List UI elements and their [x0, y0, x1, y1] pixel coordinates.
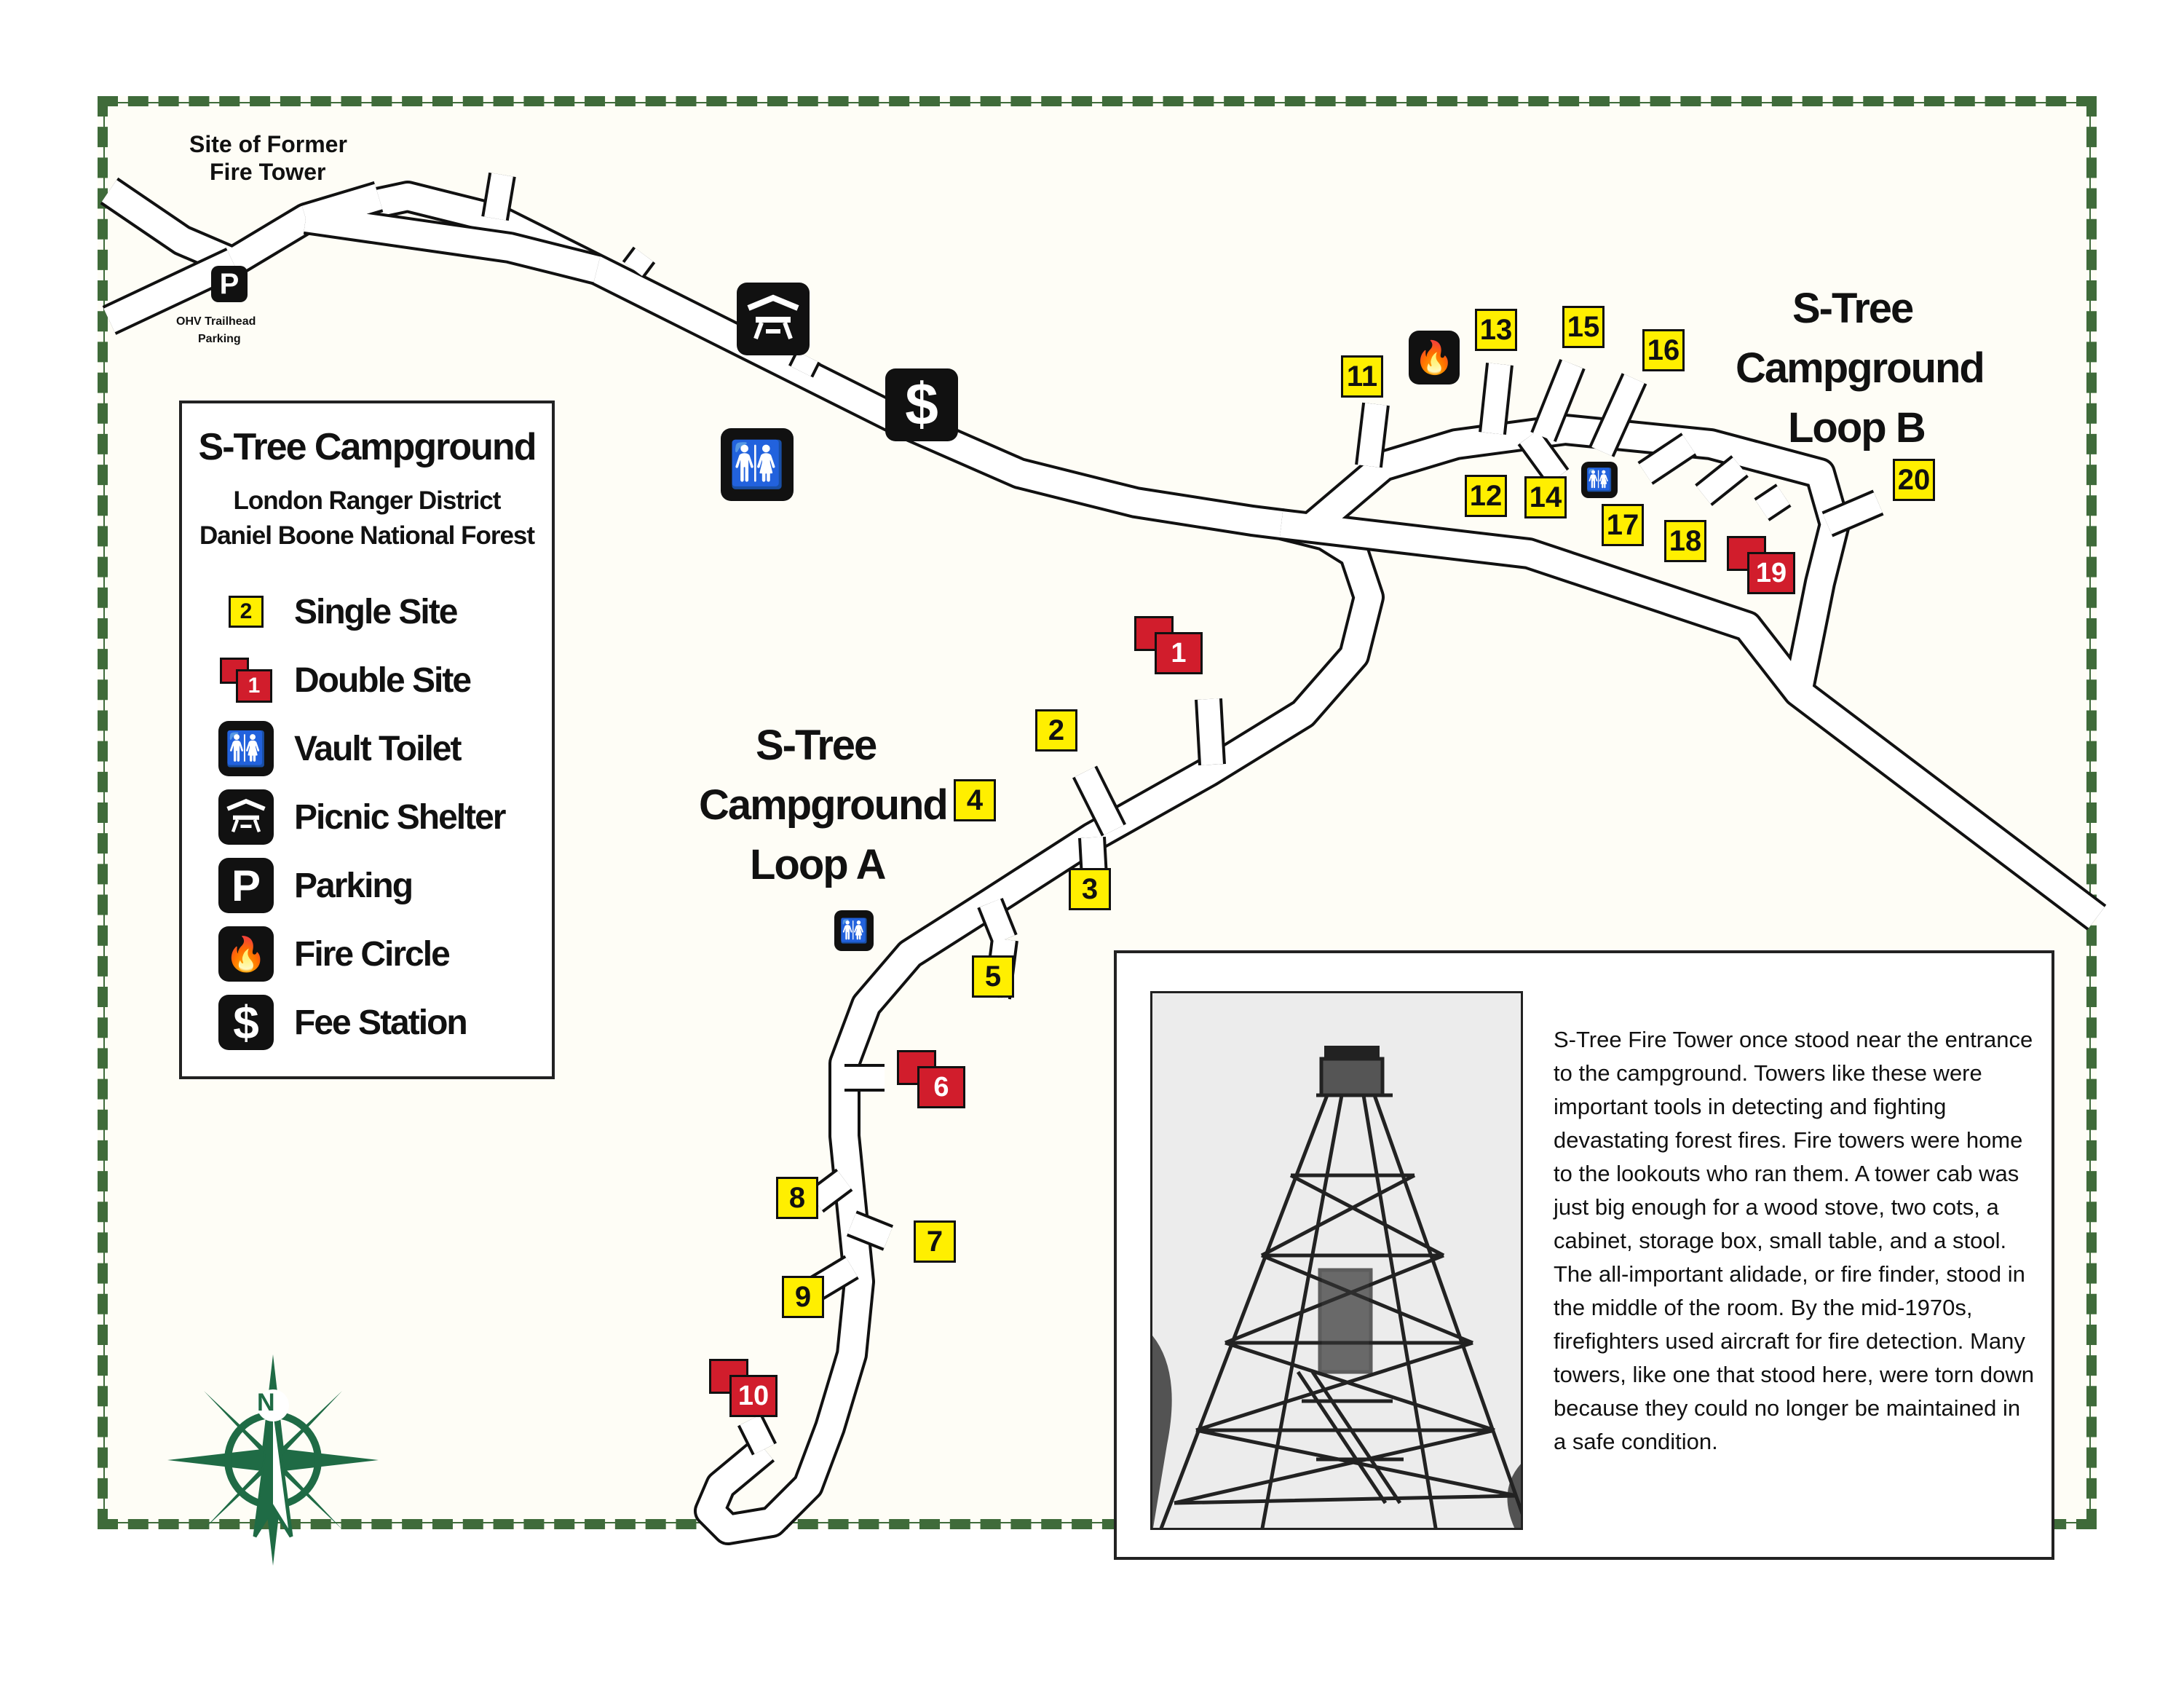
vault-toilet-icon: 🚻 [218, 721, 274, 776]
former-tower-label-2: Fire Tower [210, 159, 326, 185]
ohv-label-2: Parking [198, 333, 241, 345]
site-7[interactable]: 7 [914, 1220, 956, 1263]
site-13[interactable]: 13 [1475, 309, 1517, 351]
site-10[interactable]: 10 [709, 1359, 778, 1417]
site-11[interactable]: 11 [1341, 355, 1383, 398]
site-6[interactable]: 6 [897, 1050, 965, 1108]
site-2[interactable]: 2 [1035, 709, 1077, 752]
fee-station-icon: $ [885, 368, 958, 441]
picnic-shelter-icon [218, 789, 274, 845]
picnic-shelter-icon [737, 283, 810, 355]
fire-tower-photo [1150, 991, 1523, 1530]
site-4[interactable]: 4 [954, 779, 996, 821]
site-16[interactable]: 16 [1642, 329, 1685, 371]
map-border-inner [103, 102, 2091, 1523]
site-20[interactable]: 20 [1893, 459, 1935, 501]
legend-panel: S-Tree Campground London Ranger District… [179, 401, 555, 1079]
legend-item-parking: P Parking [217, 856, 414, 915]
legend-item-single-site: 2 Single Site [217, 583, 458, 641]
loop-b-road [1279, 414, 2107, 931]
site-8[interactable]: 8 [776, 1177, 818, 1219]
vault-toilet-icon-loop-b: 🚻 [1581, 462, 1618, 498]
site-3[interactable]: 3 [1069, 868, 1111, 910]
loop-b-title-1: S-Tree [1792, 285, 1914, 332]
site-14[interactable]: 14 [1524, 476, 1567, 518]
legend-item-double-site: 1 Double Site [217, 651, 472, 709]
loop-a-title-1: S-Tree [756, 722, 877, 769]
site-17[interactable]: 17 [1602, 504, 1644, 546]
loop-b-title-3: Loop B [1788, 404, 1926, 451]
site-1[interactable]: 1 [1134, 616, 1203, 674]
legend-subtitle-1: London Ranger District [233, 486, 502, 515]
loop-b-title-2: Campground [1736, 344, 1985, 392]
legend-subtitle-2: Daniel Boone National Forest [199, 521, 535, 550]
parking-icon: P [211, 266, 248, 302]
loop-a-title-2: Campground [699, 781, 949, 829]
vault-toilet-icon: 🚻 [721, 428, 794, 501]
fire-circle-icon: 🔥 [218, 926, 274, 982]
loop-a-title-3: Loop A [750, 841, 887, 888]
legend-item-fire-circle: 🔥 Fire Circle [217, 925, 451, 983]
fee-station-icon: $ [218, 995, 274, 1050]
ohv-label: OHV Trailhead [176, 315, 256, 328]
site-9[interactable]: 9 [782, 1276, 824, 1318]
legend-item-picnic-shelter: Picnic Shelter [217, 788, 506, 846]
fire-tower-description: S-Tree Fire Tower once stood near the en… [1554, 1027, 2034, 1454]
vault-toilet-icon-loop-a: 🚻 [834, 910, 874, 951]
site-12[interactable]: 12 [1465, 475, 1507, 517]
fire-tower-illustration [1152, 993, 1521, 1528]
former-tower-label: Site of Former [189, 131, 347, 157]
compass-rose-icon [167, 1354, 379, 1566]
site-18[interactable]: 18 [1664, 520, 1706, 562]
single-site-icon: 2 [229, 596, 264, 628]
parking-icon: P [218, 858, 274, 913]
double-site-icon: 1 [220, 658, 272, 703]
site-15[interactable]: 15 [1562, 306, 1605, 348]
legend-title: S-Tree Campground [198, 426, 537, 468]
fire-tower-info-panel: S-Tree Fire Tower once stood near the en… [1114, 950, 2054, 1560]
site-19[interactable]: 19 [1727, 536, 1795, 594]
fire-circle-icon: 🔥 [1409, 331, 1460, 384]
legend-item-vault-toilet: 🚻 Vault Toilet [217, 719, 462, 778]
site-5[interactable]: 5 [972, 955, 1014, 998]
legend-item-fee-station: $ Fee Station [217, 993, 468, 1052]
compass-north-label: N [257, 1389, 275, 1416]
